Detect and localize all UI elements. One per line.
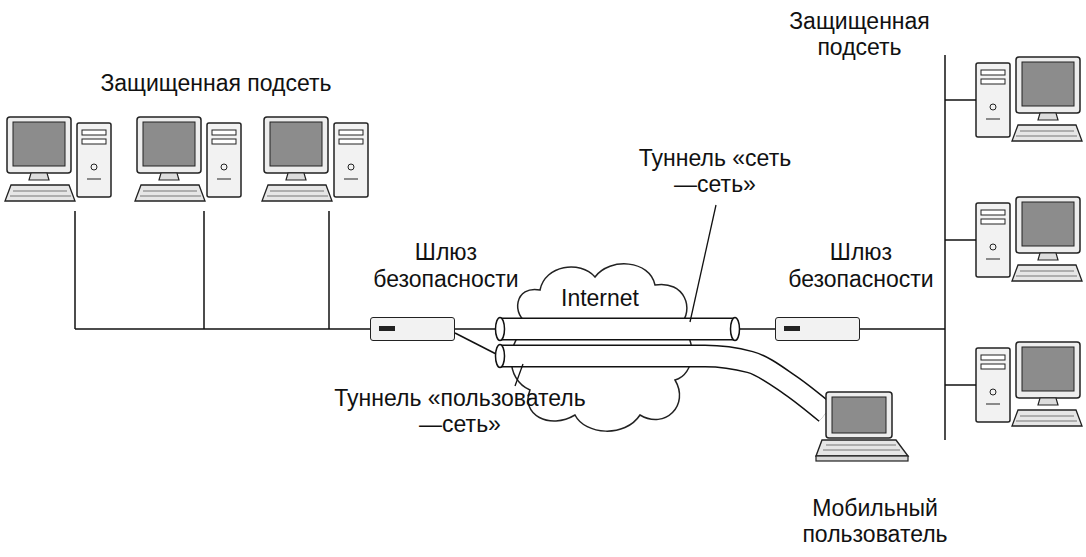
vpn-tunnel bbox=[455, 318, 775, 341]
tunnel-wire bbox=[455, 328, 500, 330]
drop-wire bbox=[203, 211, 205, 329]
leader-line bbox=[515, 364, 523, 386]
subnet-bus bbox=[944, 55, 946, 440]
drop-wire bbox=[328, 211, 330, 329]
network-name: Internet bbox=[561, 285, 639, 311]
branch-wire bbox=[945, 99, 976, 101]
security-gateway: Шлюз безопасности bbox=[370, 317, 455, 341]
subnet-bus bbox=[75, 328, 370, 330]
tunnel-wire bbox=[739, 328, 775, 330]
device-heading: Шлюз безопасности bbox=[774, 239, 949, 292]
computer bbox=[135, 117, 241, 201]
drop-wire bbox=[74, 211, 76, 329]
security-gateway: Шлюз безопасности bbox=[775, 317, 860, 341]
left-subnet-computers bbox=[5, 117, 368, 201]
tunnel-opening bbox=[496, 345, 505, 368]
device-caption: Мобильный пользователь bbox=[788, 495, 963, 548]
tunnel-label: Туннель «сеть—сеть» bbox=[630, 145, 800, 198]
computer bbox=[976, 342, 1082, 426]
status-led bbox=[379, 326, 395, 331]
tunnel-wire bbox=[455, 333, 500, 356]
gateway-wire bbox=[860, 328, 945, 330]
device-heading: Шлюз безопасности bbox=[359, 239, 534, 292]
tunnel-pipe-wall bbox=[500, 318, 735, 341]
tunnel-opening bbox=[731, 318, 740, 341]
branch-wire bbox=[945, 239, 976, 241]
branch-wire bbox=[945, 384, 976, 386]
tunnel-opening bbox=[496, 318, 505, 341]
tunnel-label: Туннель «пользователь—сеть» bbox=[325, 385, 595, 438]
subnet-name: Защищенная подсеть bbox=[772, 8, 947, 61]
mobile-laptop: Мобильный пользователь bbox=[826, 392, 906, 464]
tunnel-pipe-inside bbox=[500, 319, 735, 339]
laptop-picture bbox=[816, 392, 911, 464]
leader-line bbox=[690, 205, 716, 322]
computer bbox=[976, 197, 1082, 281]
left-subnet-wires bbox=[75, 211, 370, 329]
computer bbox=[5, 117, 111, 201]
right-subnet-computers bbox=[976, 57, 1082, 426]
subnet-name: Защищенная подсеть bbox=[56, 70, 376, 96]
status-led bbox=[784, 326, 800, 331]
computer bbox=[262, 117, 368, 201]
computer bbox=[976, 57, 1082, 141]
